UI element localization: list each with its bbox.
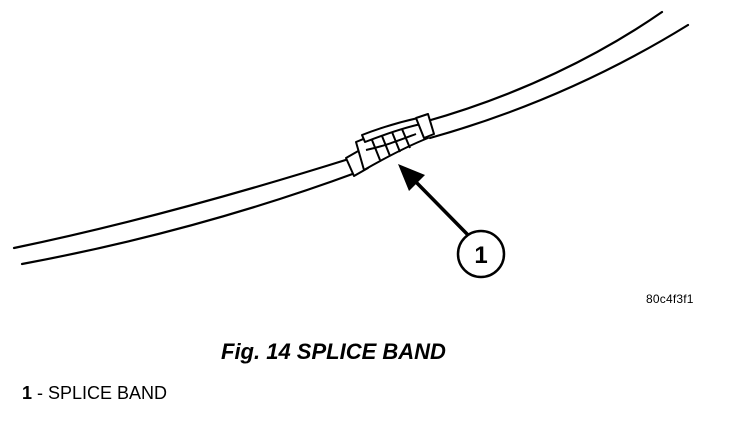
- wire-left: [12, 156, 360, 266]
- callout-number: 1: [474, 242, 487, 269]
- leader-line: [412, 178, 470, 237]
- wire-left-bottom-edge: [20, 170, 360, 266]
- splice-band-diagram: 1: [12, 10, 690, 279]
- callout-circle: [456, 229, 506, 279]
- callout-1: 1: [456, 229, 506, 279]
- wire-right: [422, 10, 690, 140]
- image-code: 80c4f3f1: [646, 292, 694, 306]
- splice-right-collar: [415, 113, 435, 139]
- legend-separator: -: [32, 383, 49, 403]
- callout-leader: [398, 164, 470, 237]
- splice-crimp-lines: [365, 128, 417, 161]
- splice-band: [345, 113, 435, 177]
- leader-arrowhead: [398, 164, 425, 191]
- wire-left-top-edge: [12, 156, 354, 250]
- legend-label: SPLICE BAND: [48, 383, 168, 403]
- wire-right-top-edge: [422, 10, 664, 124]
- wire-right-bottom-edge: [428, 23, 690, 140]
- legend-item: 1 - SPLICE BAND: [22, 383, 167, 404]
- legend-number: 1: [22, 383, 33, 403]
- figure-caption: Fig. 14 SPLICE BAND: [221, 339, 446, 364]
